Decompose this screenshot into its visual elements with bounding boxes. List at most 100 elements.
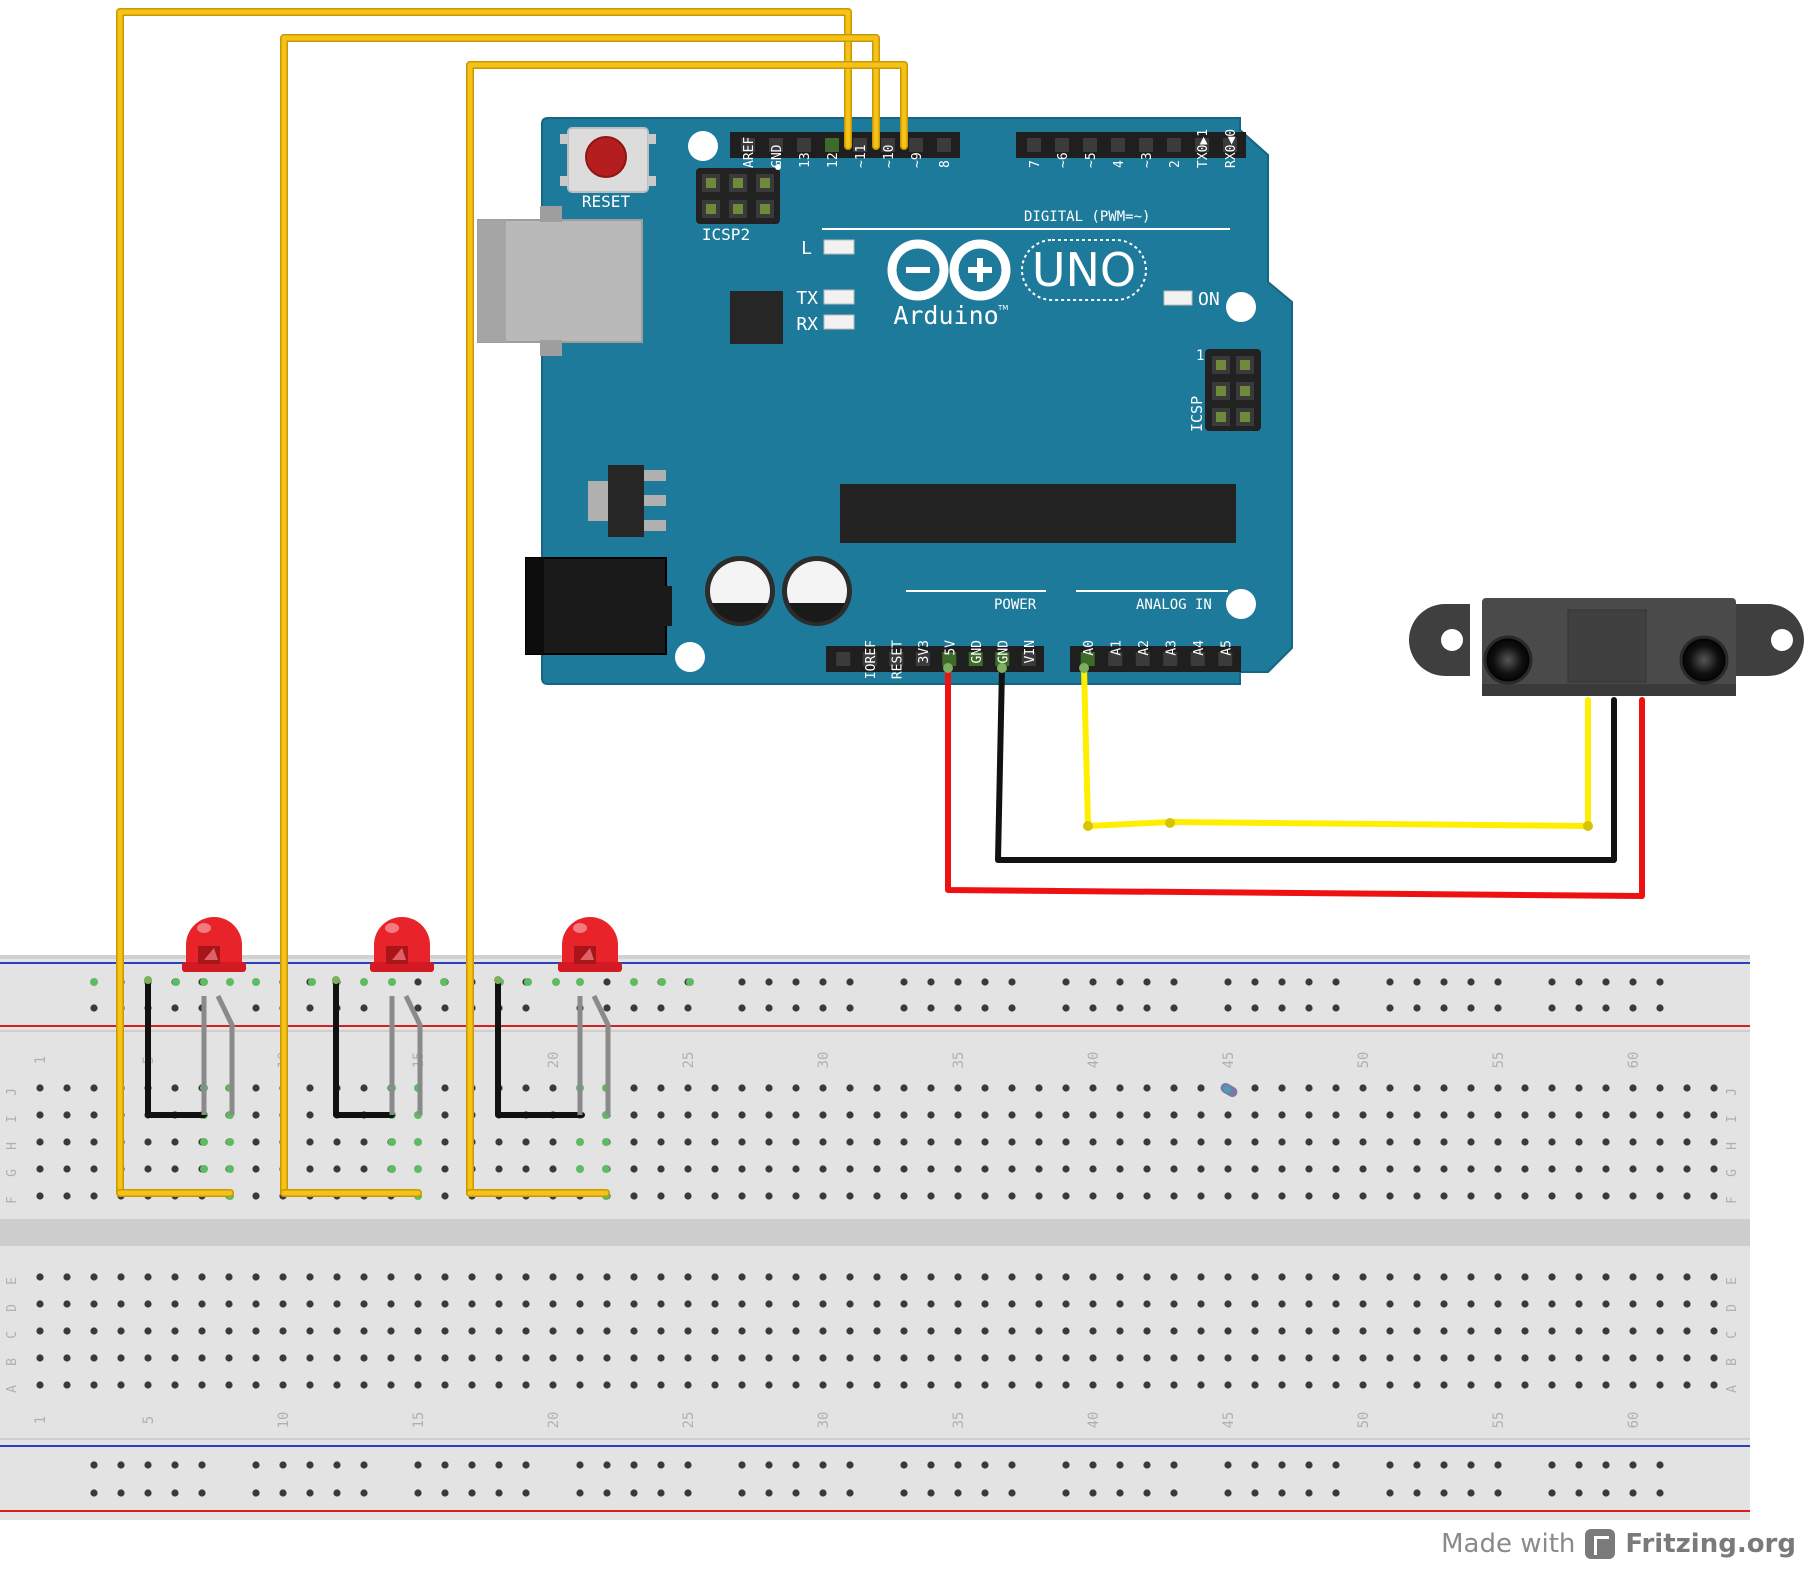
breadboard-hole[interactable]: [1629, 1354, 1637, 1362]
header-pin[interactable]: [968, 652, 983, 666]
breadboard-hole[interactable]: [1278, 1084, 1286, 1092]
breadboard-hole[interactable]: [90, 1273, 98, 1281]
rail-hole[interactable]: [1467, 978, 1475, 986]
breadboard-hole[interactable]: [1197, 1084, 1205, 1092]
breadboard-hole[interactable]: [252, 1354, 260, 1362]
rail-hole[interactable]: [981, 1489, 989, 1497]
breadboard-hole[interactable]: [90, 1300, 98, 1308]
breadboard-hole[interactable]: [63, 1138, 71, 1146]
breadboard-hole[interactable]: [819, 1273, 827, 1281]
rail-hole[interactable]: [306, 1489, 314, 1497]
breadboard-hole[interactable]: [1548, 1354, 1556, 1362]
breadboard-hole[interactable]: [900, 1111, 908, 1119]
breadboard-hole[interactable]: [1683, 1165, 1691, 1173]
breadboard-hole[interactable]: [306, 1165, 314, 1173]
breadboard-hole[interactable]: [630, 1300, 638, 1308]
breadboard-hole[interactable]: [1143, 1354, 1151, 1362]
wire-pin12-to-led2[interactable]: [280, 34, 880, 1197]
breadboard-hole[interactable]: [1656, 1111, 1664, 1119]
breadboard-hole[interactable]: [738, 1300, 746, 1308]
breadboard-hole[interactable]: [1332, 1192, 1340, 1200]
breadboard-hole[interactable]: [1116, 1354, 1124, 1362]
rail-hole[interactable]: [765, 1004, 773, 1012]
breadboard-hole[interactable]: [279, 1354, 287, 1362]
wire-pin11-to-led3[interactable]: [466, 61, 908, 1197]
breadboard-hole[interactable]: [1305, 1327, 1313, 1335]
breadboard-hole[interactable]: [1062, 1354, 1070, 1362]
rail-hole[interactable]: [495, 1461, 503, 1469]
breadboard-hole[interactable]: [1413, 1192, 1421, 1200]
breadboard-hole[interactable]: [1656, 1084, 1664, 1092]
header-pin[interactable]: [1218, 652, 1233, 666]
breadboard-hole[interactable]: [1062, 1111, 1070, 1119]
breadboard-hole[interactable]: [441, 1192, 449, 1200]
breadboard-hole[interactable]: [225, 1300, 233, 1308]
breadboard-hole[interactable]: [1494, 1111, 1502, 1119]
breadboard-hole[interactable]: [1116, 1273, 1124, 1281]
breadboard-hole[interactable]: [306, 1300, 314, 1308]
rail-hole[interactable]: [603, 1461, 611, 1469]
breadboard-hole[interactable]: [1575, 1084, 1583, 1092]
rail-hole[interactable]: [1008, 1004, 1016, 1012]
breadboard-hole[interactable]: [1089, 1138, 1097, 1146]
breadboard-hole[interactable]: [1305, 1192, 1313, 1200]
breadboard-hole[interactable]: [846, 1084, 854, 1092]
breadboard-hole[interactable]: [738, 1381, 746, 1389]
rail-hole[interactable]: [927, 1461, 935, 1469]
breadboard-hole[interactable]: [1710, 1327, 1718, 1335]
breadboard-hole[interactable]: [819, 1138, 827, 1146]
rail-hole[interactable]: [1440, 1004, 1448, 1012]
breadboard-hole[interactable]: [1467, 1084, 1475, 1092]
rail-hole[interactable]: [144, 1489, 152, 1497]
breadboard-hole[interactable]: [657, 1138, 665, 1146]
breadboard-hole[interactable]: [522, 1165, 530, 1173]
breadboard-hole[interactable]: [1116, 1111, 1124, 1119]
breadboard-hole[interactable]: [792, 1192, 800, 1200]
reset-button[interactable]: [560, 127, 656, 193]
rail-hole[interactable]: [279, 1461, 287, 1469]
breadboard-hole[interactable]: [1602, 1354, 1610, 1362]
breadboard-hole[interactable]: [1683, 1300, 1691, 1308]
rail-hole[interactable]: [954, 1004, 962, 1012]
rail-hole[interactable]: [1386, 978, 1394, 986]
rail-hole[interactable]: [1629, 978, 1637, 986]
rail-hole[interactable]: [90, 1004, 98, 1012]
breadboard-hole[interactable]: [90, 1327, 98, 1335]
breadboard-hole[interactable]: [1197, 1192, 1205, 1200]
rail-hole[interactable]: [900, 1461, 908, 1469]
breadboard-hole[interactable]: [90, 1354, 98, 1362]
breadboard-hole[interactable]: [792, 1381, 800, 1389]
breadboard-hole[interactable]: [1008, 1165, 1016, 1173]
breadboard-hole[interactable]: [1386, 1165, 1394, 1173]
breadboard-hole[interactable]: [1035, 1273, 1043, 1281]
breadboard-hole[interactable]: [414, 1381, 422, 1389]
breadboard-hole[interactable]: [1278, 1300, 1286, 1308]
breadboard-hole[interactable]: [684, 1300, 692, 1308]
rail-hole[interactable]: [414, 1461, 422, 1469]
breadboard-hole[interactable]: [1197, 1300, 1205, 1308]
breadboard-hole[interactable]: [1062, 1138, 1070, 1146]
breadboard-hole[interactable]: [819, 1300, 827, 1308]
breadboard-hole[interactable]: [1656, 1192, 1664, 1200]
header-pin[interactable]: [1021, 652, 1036, 666]
breadboard-hole[interactable]: [738, 1111, 746, 1119]
breadboard-hole[interactable]: [954, 1138, 962, 1146]
breadboard-hole[interactable]: [954, 1327, 962, 1335]
breadboard-hole[interactable]: [1521, 1084, 1529, 1092]
breadboard-hole[interactable]: [63, 1084, 71, 1092]
breadboard-hole[interactable]: [765, 1111, 773, 1119]
breadboard-hole[interactable]: [1548, 1273, 1556, 1281]
breadboard-hole[interactable]: [1710, 1165, 1718, 1173]
breadboard-hole[interactable]: [495, 1165, 503, 1173]
breadboard-hole[interactable]: [1440, 1084, 1448, 1092]
rail-hole[interactable]: [522, 1461, 530, 1469]
breadboard-hole[interactable]: [1170, 1165, 1178, 1173]
breadboard-hole[interactable]: [657, 1327, 665, 1335]
breadboard-hole[interactable]: [441, 1111, 449, 1119]
rail-hole[interactable]: [1332, 1461, 1340, 1469]
breadboard-hole[interactable]: [1413, 1327, 1421, 1335]
breadboard-hole[interactable]: [1548, 1300, 1556, 1308]
breadboard-hole[interactable]: [1413, 1381, 1421, 1389]
rail-hole[interactable]: [1089, 978, 1097, 986]
rail-hole[interactable]: [603, 978, 611, 986]
